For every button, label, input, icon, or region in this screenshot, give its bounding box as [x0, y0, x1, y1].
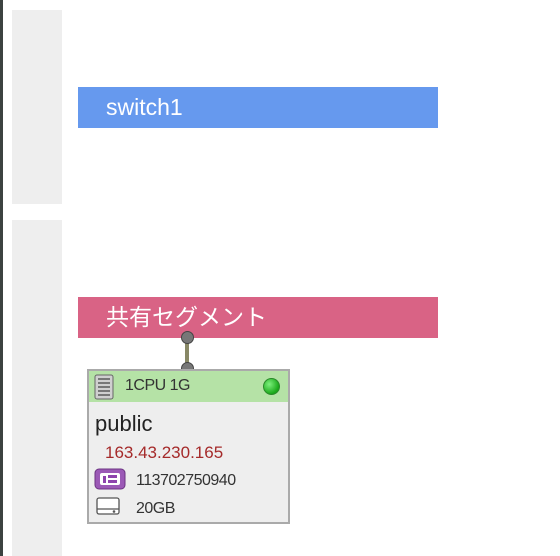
server-name[interactable]: public — [95, 411, 153, 436]
server-card-header: 1CPU 1G — [89, 371, 288, 402]
server-card[interactable]: 1CPU 1G public 163.43.230.165 1137027509… — [87, 369, 290, 524]
shared-segment-bar[interactable]: 共有セグメント — [78, 297, 438, 338]
row-gutter — [12, 220, 62, 556]
id-card-icon — [94, 468, 126, 490]
server-disk-size: 20GB — [136, 500, 175, 517]
server-icon — [94, 374, 114, 400]
segment-connection-port[interactable] — [181, 331, 194, 344]
switch-segment-bar[interactable]: switch1 — [78, 87, 438, 128]
disk-icon — [96, 497, 120, 515]
server-spec: 1CPU 1G — [125, 377, 190, 394]
server-resource-id: 113702750940 — [136, 472, 236, 489]
server-ip-address: 163.43.230.165 — [105, 443, 224, 462]
network-connector-line — [185, 338, 189, 368]
status-indicator — [263, 378, 280, 395]
window-edge — [0, 0, 3, 556]
row-gutter — [12, 10, 62, 204]
